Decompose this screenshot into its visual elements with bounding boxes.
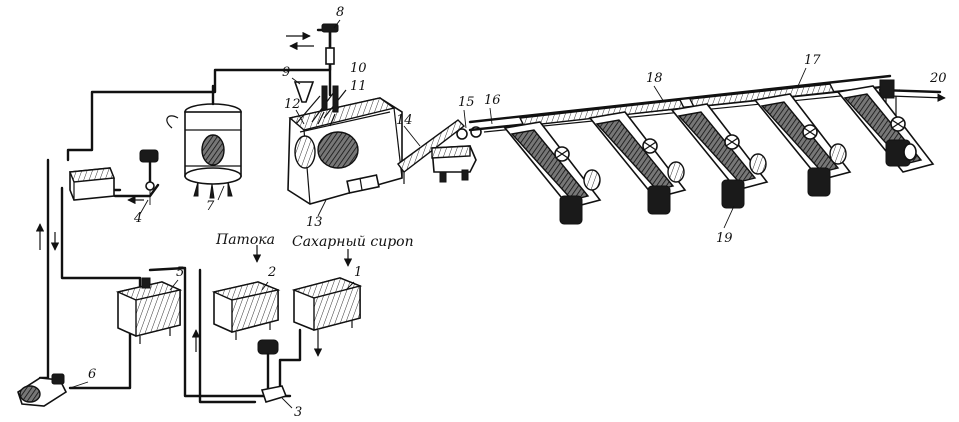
pump-6 xyxy=(17,373,68,407)
leader-12 xyxy=(295,109,305,125)
cooling-chute-2 xyxy=(588,111,687,215)
leader-1 xyxy=(345,281,355,291)
molasses-tank-2 xyxy=(211,281,281,340)
pipe-from-pump-6 xyxy=(68,320,132,390)
pipe-2-return xyxy=(198,268,257,404)
leader-9 xyxy=(291,77,301,85)
pump-4 xyxy=(139,149,159,205)
dosers-10-11 xyxy=(317,85,339,127)
number-13: 13 xyxy=(306,215,323,230)
leader-4 xyxy=(139,199,149,215)
number-14: 14 xyxy=(396,113,413,128)
storage-tank-5 xyxy=(115,277,183,344)
number-12: 12 xyxy=(284,97,301,112)
leader-18 xyxy=(653,85,665,103)
pipe-5-to-2 xyxy=(148,266,292,398)
number-16: 16 xyxy=(484,93,501,108)
label-molasses: Патока xyxy=(215,232,275,248)
number-4: 4 xyxy=(133,211,142,226)
candy-forming-machine-13 xyxy=(287,89,403,205)
number-7: 7 xyxy=(206,199,215,214)
leader-6 xyxy=(69,381,89,389)
cooling-chute-4 xyxy=(753,93,852,197)
cooling-chute-5 xyxy=(836,85,935,173)
leader-16 xyxy=(489,107,493,125)
leader-15 xyxy=(463,109,467,129)
leader-14 xyxy=(403,125,421,147)
number-19: 19 xyxy=(716,231,733,246)
valve-8 xyxy=(321,23,339,97)
hopper-9 xyxy=(293,81,315,103)
number-9: 9 xyxy=(282,65,290,80)
number-20: 20 xyxy=(929,71,947,86)
mixer-tank-left xyxy=(69,167,115,201)
leader-19 xyxy=(723,205,735,229)
cutting-unit-15 xyxy=(431,126,482,183)
pipe-loop-inner xyxy=(60,186,142,294)
number-2: 2 xyxy=(267,265,276,280)
leader-8 xyxy=(333,19,341,29)
leader-5 xyxy=(169,279,179,291)
cooling-chutes-19 xyxy=(503,85,935,225)
pipe-left-riser xyxy=(38,158,50,380)
cooking-vessel-7 xyxy=(166,84,242,199)
conveyor-14 xyxy=(397,119,466,184)
leader-13 xyxy=(317,199,327,217)
label-sugar-syrup: Сахарный сироп xyxy=(292,234,414,250)
number-18: 18 xyxy=(646,71,663,86)
number-1: 1 xyxy=(354,265,362,280)
cooling-chute-3 xyxy=(670,103,769,209)
cooling-chute-1 xyxy=(503,121,602,225)
leader-3 xyxy=(281,397,293,409)
leader-2 xyxy=(261,281,269,291)
text-labels: Патока Сахарный сироп 8 9 10 11 12 13 14… xyxy=(69,5,947,420)
number-17: 17 xyxy=(804,53,821,68)
number-6: 6 xyxy=(88,367,96,382)
number-3: 3 xyxy=(294,405,302,420)
number-8: 8 xyxy=(336,5,344,20)
leader-7 xyxy=(217,185,225,201)
pipe-3-to-1 xyxy=(278,328,302,390)
number-15: 15 xyxy=(458,95,475,110)
number-5: 5 xyxy=(176,265,184,280)
pump-3 xyxy=(257,339,288,403)
sugar-syrup-tank-1 xyxy=(291,277,363,338)
leader-17 xyxy=(797,67,807,87)
number-10: 10 xyxy=(350,61,367,76)
number-11: 11 xyxy=(350,79,367,94)
pipelines xyxy=(35,28,353,404)
